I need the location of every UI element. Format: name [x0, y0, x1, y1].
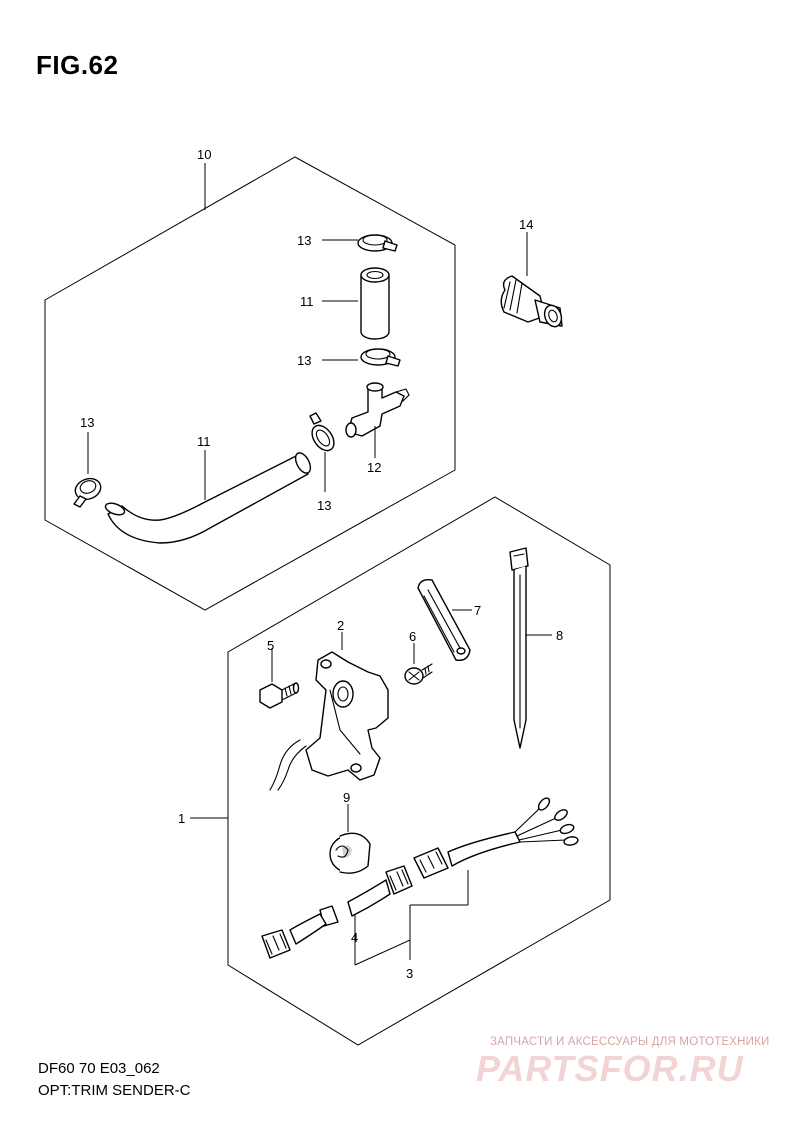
figure-subtitle: OPT:TRIM SENDER-C	[38, 1082, 191, 1099]
callout-13-top: 13	[297, 233, 311, 248]
hose-fitting	[500, 275, 563, 328]
callout-12: 12	[367, 460, 381, 475]
hose-clamp-top	[357, 234, 398, 252]
cable-tie	[509, 547, 529, 749]
screw-washer	[404, 663, 433, 685]
tee-joint	[345, 382, 410, 438]
callout-14: 14	[519, 217, 533, 232]
grommet	[329, 832, 371, 874]
callout-1: 1	[178, 811, 185, 826]
callout-4: 4	[351, 930, 358, 945]
callout-11-long: 11	[197, 434, 211, 449]
long-bent-hose	[104, 452, 312, 544]
callout-7: 7	[474, 603, 481, 618]
callout-9: 9	[343, 790, 350, 805]
callout-10: 10	[197, 147, 211, 162]
callout-2: 2	[337, 618, 344, 633]
callout-5: 5	[267, 638, 274, 653]
trim-sender-body	[269, 651, 389, 791]
hex-bolt	[259, 682, 300, 709]
callout-13-right: 13	[317, 498, 331, 513]
callout-6: 6	[409, 629, 416, 644]
hose-clamp-left	[73, 477, 102, 508]
figure-title: FIG.62	[36, 50, 119, 80]
callout-13-left: 13	[80, 415, 94, 430]
callout-13-middle: 13	[297, 353, 311, 368]
strap-clamp	[417, 578, 471, 661]
callout-3: 3	[406, 966, 413, 981]
hose-clamp-right	[309, 412, 335, 452]
short-hose	[360, 267, 390, 340]
callout-8: 8	[556, 628, 563, 643]
model-code: DF60 70 E03_062	[38, 1060, 160, 1077]
hose-clamp-middle	[360, 348, 401, 367]
callout-11-short: 11	[300, 294, 314, 309]
watermark-text: ЗАПЧАСТИ И АКСЕССУАРЫ ДЛЯ МОТОТЕХНИКИ	[490, 1036, 770, 1048]
extension-harness	[261, 865, 413, 959]
group-10-outline	[44, 156, 456, 611]
watermark-logo: PARTSFOR.RU	[476, 1048, 744, 1089]
wire-harness	[413, 797, 579, 879]
group-1-outline	[227, 496, 611, 1046]
